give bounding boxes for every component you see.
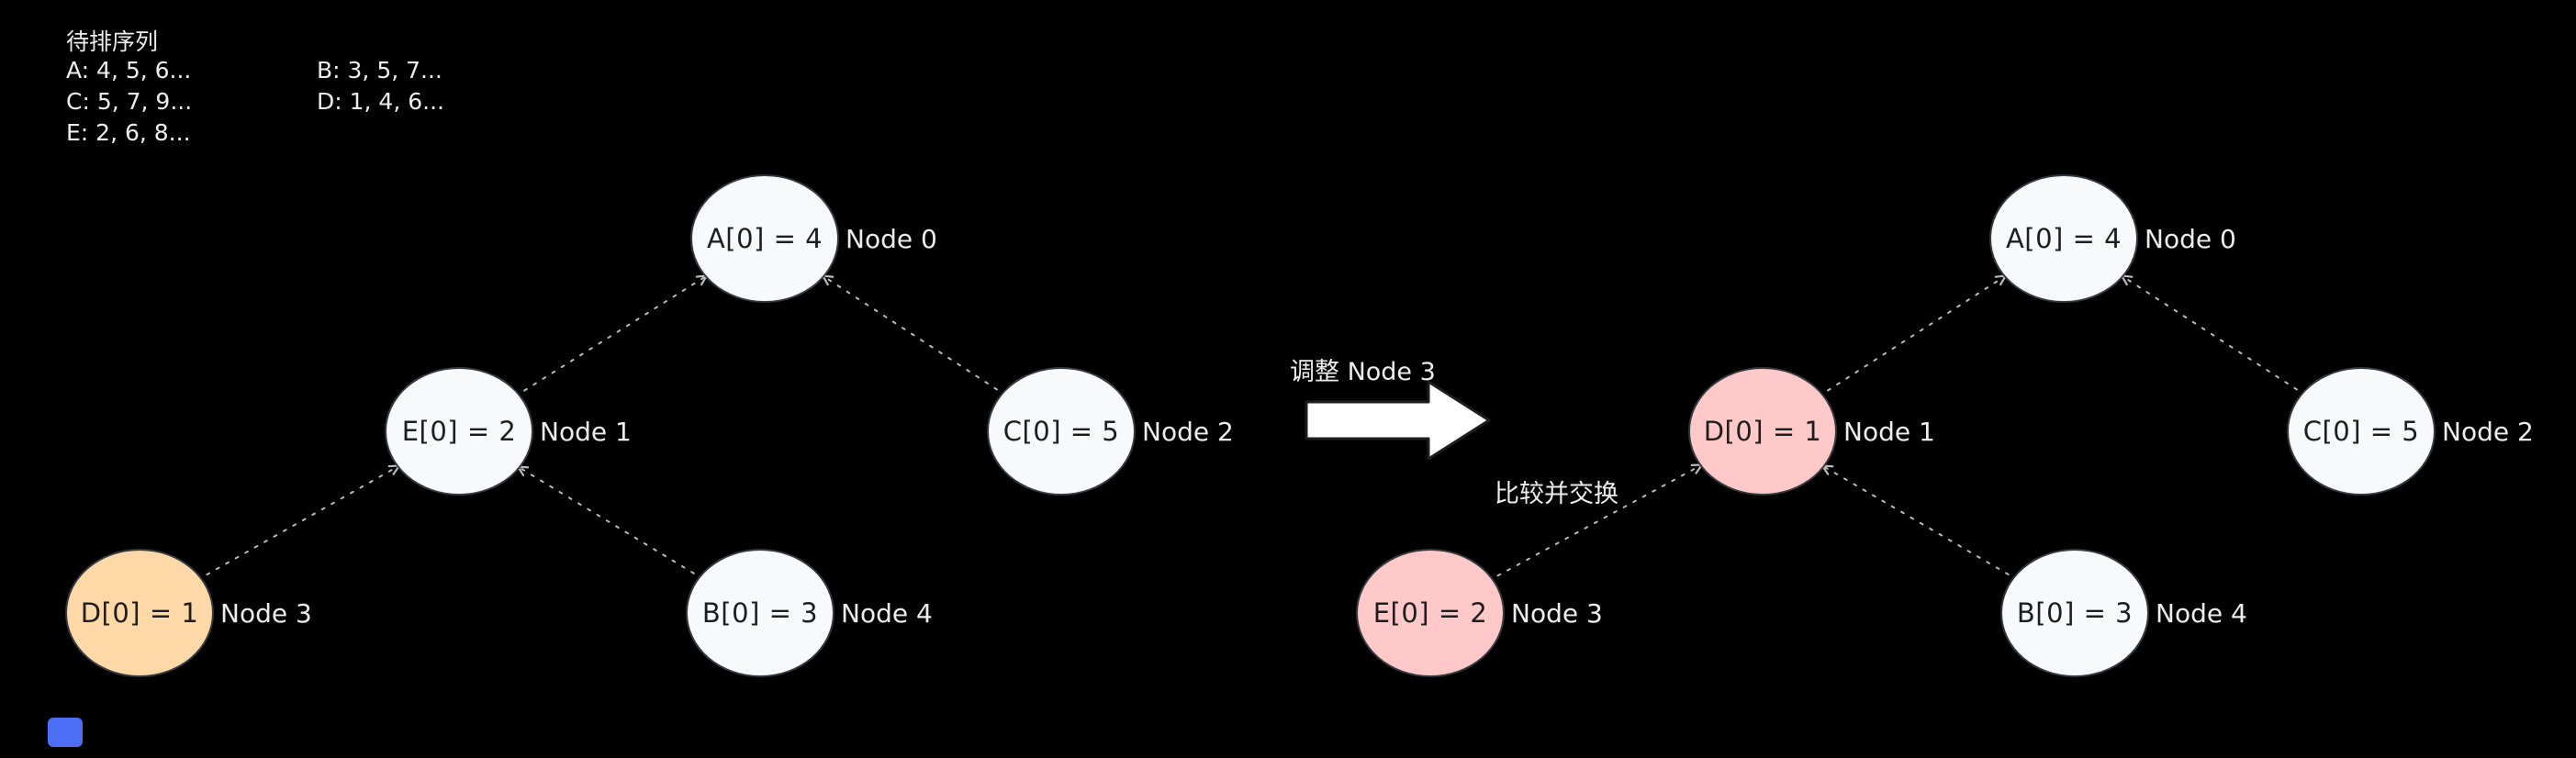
legend-item-a: A: 4, 5, 6... [66,57,192,84]
node-label: Node 1 [1843,417,1935,447]
node-label: Node 1 [540,417,632,447]
node-value: C[0] = 5 [2302,416,2420,447]
legend-item-e: E: 2, 6, 8... [66,119,191,146]
node-value: A[0] = 4 [706,223,823,254]
tree-edge [2122,276,2307,396]
right-tree-node-0[interactable]: A[0] = 4 [1989,174,2138,303]
legend-item-d: D: 1, 4, 6... [317,88,444,115]
right-tree-node-1-highlighted[interactable]: D[0] = 1 [1688,367,1837,496]
node-value: B[0] = 3 [2016,597,2134,629]
compare-swap-label: 比较并交换 [1495,480,1618,508]
node-label: Node 0 [2145,224,2236,254]
node-value: D[0] = 1 [80,597,199,629]
node-label: Node 4 [841,598,933,629]
node-value: E[0] = 2 [1372,597,1488,629]
left-tree-node-4[interactable]: B[0] = 3 [686,549,834,677]
tree-edge [196,466,398,581]
node-label: Node 2 [1142,417,1234,447]
left-tree-node-1[interactable]: E[0] = 2 [385,367,533,496]
tree-edge [1818,276,2005,397]
adjust-step-label: 调整 Node 3 [1290,358,1436,386]
node-label: Node 4 [2156,598,2247,629]
node-value: D[0] = 1 [1703,416,1822,447]
left-tree-node-2[interactable]: C[0] = 5 [987,367,1136,496]
tree-edge [1487,465,1701,582]
node-label: Node 2 [2442,417,2534,447]
tree-edge [519,467,704,580]
blue-indicator[interactable] [48,718,83,747]
tree-edge [514,276,706,397]
node-value: C[0] = 5 [1002,416,1120,447]
legend-title: 待排序列 [66,28,159,55]
legend-item-c: C: 5, 7, 9... [66,88,193,115]
node-label: Node 3 [220,598,312,629]
right-tree-node-2[interactable]: C[0] = 5 [2287,367,2436,496]
node-value: B[0] = 3 [701,597,819,629]
right-tree-node-3-highlighted[interactable]: E[0] = 2 [1356,549,1505,677]
left-tree-node-0[interactable]: A[0] = 4 [690,174,839,303]
tree-edge [823,276,1007,396]
left-tree-node-3-highlighted[interactable]: D[0] = 1 [65,549,214,677]
node-value: A[0] = 4 [2005,223,2122,254]
right-tree-node-4[interactable]: B[0] = 3 [2000,549,2149,677]
node-value: E[0] = 2 [401,416,517,447]
node-label: Node 3 [1511,598,1603,629]
tree-edge [1823,466,2019,581]
legend-item-b: B: 3, 5, 7... [317,57,442,84]
node-label: Node 0 [846,224,937,254]
transform-arrow[interactable] [1305,380,1491,461]
